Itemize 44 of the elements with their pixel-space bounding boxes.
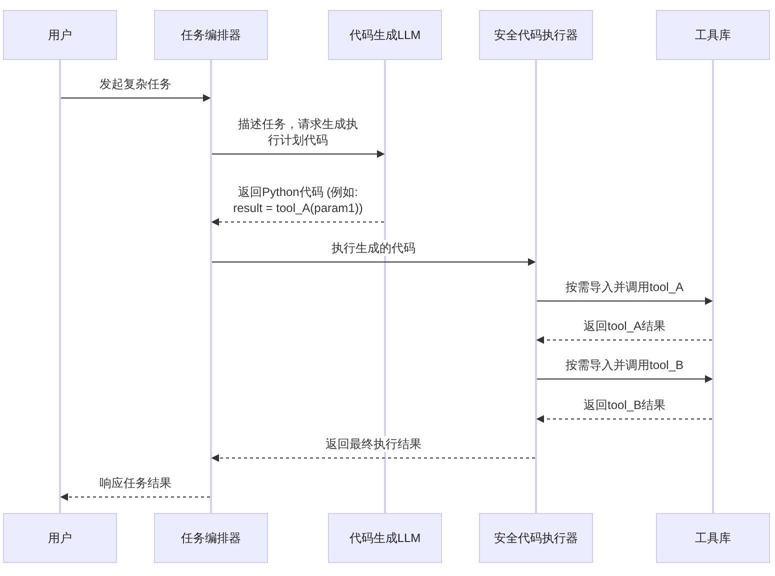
message-arrow [211, 218, 384, 226]
participant-name: 工具库 [695, 530, 731, 546]
participant-name: 任务编排器 [181, 530, 241, 546]
participant-box [656, 10, 770, 60]
message-arrow [536, 375, 713, 383]
message-arrow [536, 297, 713, 305]
participant-name: 代码生成LLM [349, 530, 421, 546]
participant-box [3, 513, 117, 563]
participant-name: 代码生成LLM [349, 26, 421, 44]
participant-box [328, 10, 442, 60]
participant-name: 安全代码执行器 [494, 530, 578, 546]
message-arrow [60, 493, 210, 501]
message-label: 返回Python代码 (例如: result = tool_A(param1)) [231, 184, 365, 216]
participant-box [154, 10, 268, 60]
message-label: 执行生成的代码 [330, 240, 418, 256]
message-label: 返回最终执行结果 [324, 436, 424, 452]
lifeline [535, 60, 537, 513]
message-label: 返回tool_B结果 [581, 396, 668, 413]
lifeline [384, 60, 386, 513]
lifeline [59, 60, 61, 513]
message-arrow [212, 258, 536, 266]
participant-name: 安全代码执行器 [494, 26, 578, 44]
message-label: 按需导入并调用tool_A [563, 278, 686, 295]
participant-box [479, 513, 593, 563]
message-arrow [212, 150, 385, 158]
message-label: 发起复杂任务 [98, 76, 174, 92]
participant-name: 工具库 [695, 26, 731, 44]
participant-name: 任务编排器 [181, 26, 241, 44]
participant-name: 用户 [48, 530, 72, 546]
message-label: 按需导入并调用tool_B [563, 356, 686, 373]
lifeline [210, 60, 212, 513]
participant-box [154, 513, 268, 563]
message-label: 响应任务结果 [98, 474, 174, 491]
message-arrow [536, 336, 712, 344]
message-label: 返回tool_A结果 [581, 318, 668, 334]
participant-box [328, 513, 442, 563]
participant-name: 用户 [48, 26, 72, 44]
message-arrow [211, 454, 536, 462]
participant-box [656, 513, 770, 563]
lifeline [712, 60, 714, 513]
participant-box [479, 10, 593, 60]
message-arrow [60, 94, 211, 102]
participant-box [3, 10, 117, 60]
message-arrow [536, 415, 712, 423]
